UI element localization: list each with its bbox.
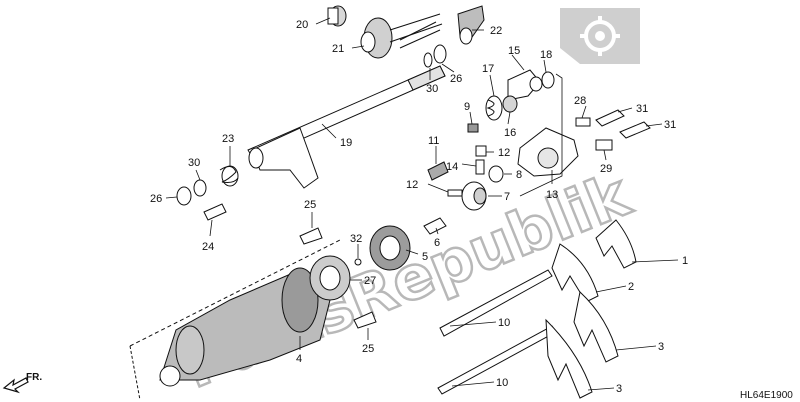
callout-30-left: 30 <box>188 157 200 169</box>
callout-16: 16 <box>504 127 516 139</box>
gear-20 <box>327 5 347 27</box>
bearing-27 <box>309 255 351 301</box>
washer-18 <box>541 71 555 89</box>
callout-4: 4 <box>296 353 302 365</box>
pin-12-a <box>447 189 463 197</box>
callout-28: 28 <box>574 95 586 107</box>
callout-3-b: 3 <box>616 383 622 395</box>
plate-11 <box>427 161 449 181</box>
collar-16 <box>502 95 518 113</box>
dowel-28 <box>575 117 591 127</box>
diagram-code: HL64E1900 <box>740 390 793 401</box>
callout-23: 23 <box>222 133 234 145</box>
bolt-31-a <box>595 109 625 127</box>
callout-25-bottom: 25 <box>362 343 374 355</box>
fork-shaft-10-a <box>439 269 553 337</box>
washer-8 <box>488 165 504 183</box>
shift-fork-2 <box>551 243 599 303</box>
bolt-6 <box>423 217 447 235</box>
main-shaft <box>247 21 446 189</box>
callout-15: 15 <box>508 45 520 57</box>
callout-20: 20 <box>296 19 308 31</box>
washer-30-left <box>193 179 207 197</box>
callout-31-b: 31 <box>664 119 676 131</box>
shift-fork-3-a <box>573 291 619 363</box>
dowel-29 <box>595 139 613 151</box>
front-direction-label: FR. <box>26 372 42 383</box>
bolt-25-top <box>299 227 323 245</box>
washer-26-left <box>176 186 192 206</box>
callout-32: 32 <box>350 233 362 245</box>
callout-24: 24 <box>202 241 214 253</box>
callout-7: 7 <box>504 191 510 203</box>
callout-labels: 20 21 22 15 18 26 30 17 9 16 19 28 31 31… <box>150 19 688 395</box>
callout-2: 2 <box>628 281 634 293</box>
front-arrow-icon: FR. <box>2 372 42 394</box>
group-bracket <box>519 73 563 197</box>
callout-5: 5 <box>422 251 428 263</box>
drum-center-7 <box>461 181 487 211</box>
spring-14 <box>475 159 485 175</box>
bolt-25-bottom <box>353 311 377 329</box>
callout-3-a: 3 <box>658 341 664 353</box>
callout-13: 13 <box>546 189 558 201</box>
callout-26-top: 26 <box>450 73 462 85</box>
callout-18: 18 <box>540 49 552 61</box>
bolt-31-b <box>619 121 651 139</box>
spring-17 <box>485 95 503 121</box>
callout-1: 1 <box>682 255 688 267</box>
callout-8: 8 <box>516 169 522 181</box>
callout-25-top: 25 <box>304 199 316 211</box>
dowel-32 <box>354 258 362 266</box>
callout-21: 21 <box>332 43 344 55</box>
shift-fork-3-b <box>545 318 593 399</box>
plate-13 <box>517 127 579 177</box>
callout-12-a: 12 <box>498 147 510 159</box>
callout-6: 6 <box>434 237 440 249</box>
callout-17: 17 <box>482 63 494 75</box>
leader-lines <box>165 17 679 391</box>
washer-30-top <box>423 52 433 68</box>
callout-31-a: 31 <box>636 103 648 115</box>
callout-22: 22 <box>490 25 502 37</box>
bolt-24 <box>203 203 227 221</box>
gear-21 <box>360 13 443 59</box>
callout-29: 29 <box>600 163 612 175</box>
spring-23 <box>219 165 239 187</box>
pin-12-b <box>475 145 487 157</box>
callout-10-a: 10 <box>498 317 510 329</box>
callout-14: 14 <box>446 161 458 173</box>
pin-9 <box>467 123 479 133</box>
callout-19: 19 <box>340 137 352 149</box>
gear-icon <box>560 8 640 64</box>
shift-drum-4 <box>129 239 341 401</box>
callout-10-b: 10 <box>496 377 508 389</box>
shift-fork-1 <box>595 219 637 269</box>
stopper-arm-15 <box>507 69 543 101</box>
cap-22 <box>457 5 485 45</box>
callout-26-left: 26 <box>150 193 162 205</box>
callout-12-b: 12 <box>406 179 418 191</box>
gear-5 <box>369 225 411 271</box>
washer-26-top <box>433 44 447 64</box>
callout-11: 11 <box>428 135 439 147</box>
callout-9: 9 <box>464 101 470 113</box>
callout-30-top: 30 <box>426 83 438 95</box>
callout-27: 27 <box>364 275 376 287</box>
